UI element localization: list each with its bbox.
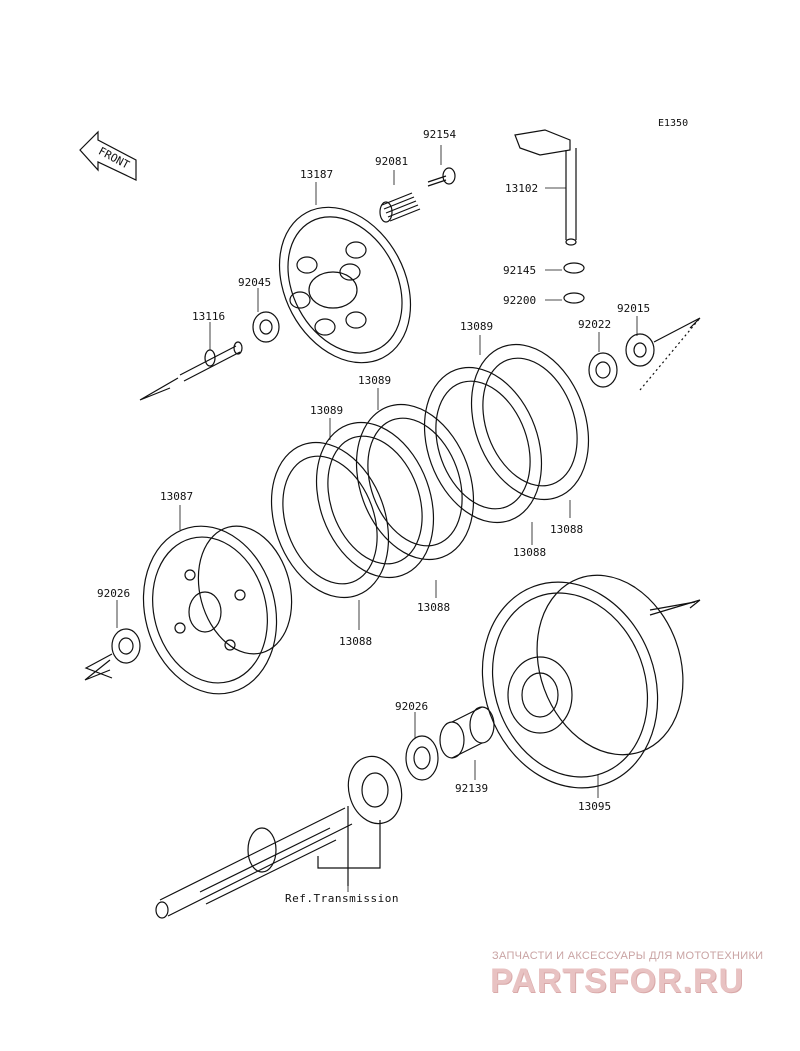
- part-label: 13089: [358, 374, 391, 387]
- part-label: 13187: [300, 168, 333, 181]
- clutch-housing: [481, 574, 696, 789]
- part-label: 13089: [310, 404, 343, 417]
- part-label: 92045: [238, 276, 271, 289]
- pusher-rod: [139, 341, 243, 401]
- part-label: 13087: [160, 490, 193, 503]
- part-label: 13089: [460, 320, 493, 333]
- transmission-shaft: [155, 806, 381, 919]
- part-label: 13095: [578, 800, 611, 813]
- watermark-logo: PARTSFOR.RU: [490, 962, 745, 1000]
- part-label: 92026: [97, 587, 130, 600]
- part-label: 92081: [375, 155, 408, 168]
- part-label: 92026: [395, 700, 428, 713]
- part-label: 13088: [417, 601, 450, 614]
- part-label: 13102: [505, 182, 538, 195]
- part-label: 92145: [503, 264, 536, 277]
- front-arrow-icon: FRONT: [79, 130, 137, 181]
- watermark-tagline: ЗАПЧАСТИ И АКСЕССУАРЫ ДЛЯ МОТОТЕХНИКИ: [492, 950, 764, 962]
- sleeve: [439, 706, 495, 759]
- spring-clip: [563, 262, 585, 274]
- clutch-hub: [142, 525, 293, 695]
- release-shaft: [514, 129, 577, 246]
- thrust-washer: [84, 628, 141, 679]
- part-label: 13116: [192, 310, 225, 323]
- washer-2: [588, 352, 618, 388]
- axis-arrow: [649, 599, 701, 616]
- part-label: 13088: [550, 523, 583, 536]
- axis-line: [639, 317, 701, 391]
- part-label: 92022: [578, 318, 611, 331]
- pressure-plate: [278, 206, 412, 364]
- clutch-spring: [379, 192, 421, 223]
- part-label: 92139: [455, 782, 488, 795]
- axis-arrow-left: [84, 659, 111, 681]
- bearing: [252, 311, 280, 343]
- bolt: [427, 167, 456, 187]
- washer: [563, 292, 585, 304]
- part-label: 13088: [339, 635, 372, 648]
- part-label: 13088: [513, 546, 546, 559]
- ref-transmission-label: Ref.Transmission: [285, 892, 399, 905]
- shaft-bearing: [347, 755, 403, 825]
- part-label: 92200: [503, 294, 536, 307]
- nut: [625, 317, 701, 367]
- diagram-code: E1350: [658, 118, 689, 129]
- part-label: 92015: [617, 302, 650, 315]
- thrust-washer-2: [405, 735, 439, 781]
- clutch-plates: [270, 343, 590, 599]
- part-label: 92154: [423, 128, 456, 141]
